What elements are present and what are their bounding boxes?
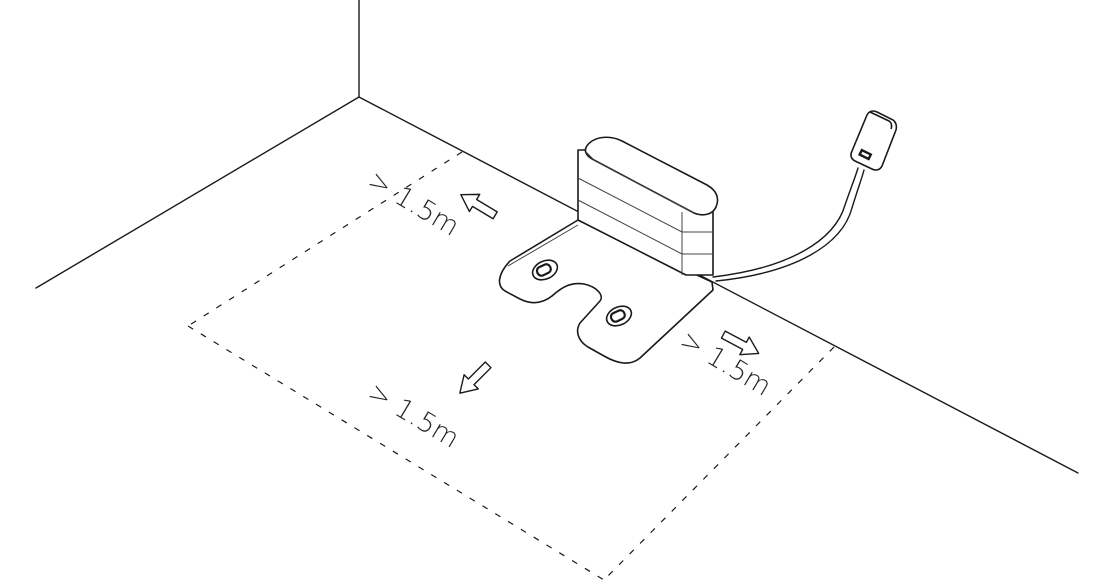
zone-front-boundary bbox=[187, 325, 605, 581]
clearance-left-label: > 1.5m bbox=[362, 164, 464, 242]
floor-left-edge bbox=[35, 96, 360, 289]
zone-right-boundary bbox=[603, 346, 835, 581]
floor-back-edge bbox=[358, 96, 1079, 474]
clearance-zone bbox=[187, 151, 835, 581]
dock-tower-top bbox=[584, 136, 719, 216]
charging-dock-icon bbox=[498, 136, 719, 364]
arrow-left-icon bbox=[460, 193, 498, 220]
zone-left-boundary bbox=[187, 151, 463, 327]
room-outline bbox=[35, 0, 1079, 474]
clearance-front-label: > 1.5m bbox=[362, 376, 464, 454]
dock-base-plate bbox=[498, 219, 714, 364]
arrow-right-icon bbox=[720, 330, 760, 356]
power-adapter-icon bbox=[850, 110, 898, 171]
power-cable bbox=[712, 167, 859, 278]
charging-contact-left bbox=[531, 259, 559, 281]
power-cable-outer bbox=[715, 169, 865, 282]
charging-contact-right bbox=[605, 305, 633, 327]
arrow-front-icon bbox=[459, 361, 492, 394]
